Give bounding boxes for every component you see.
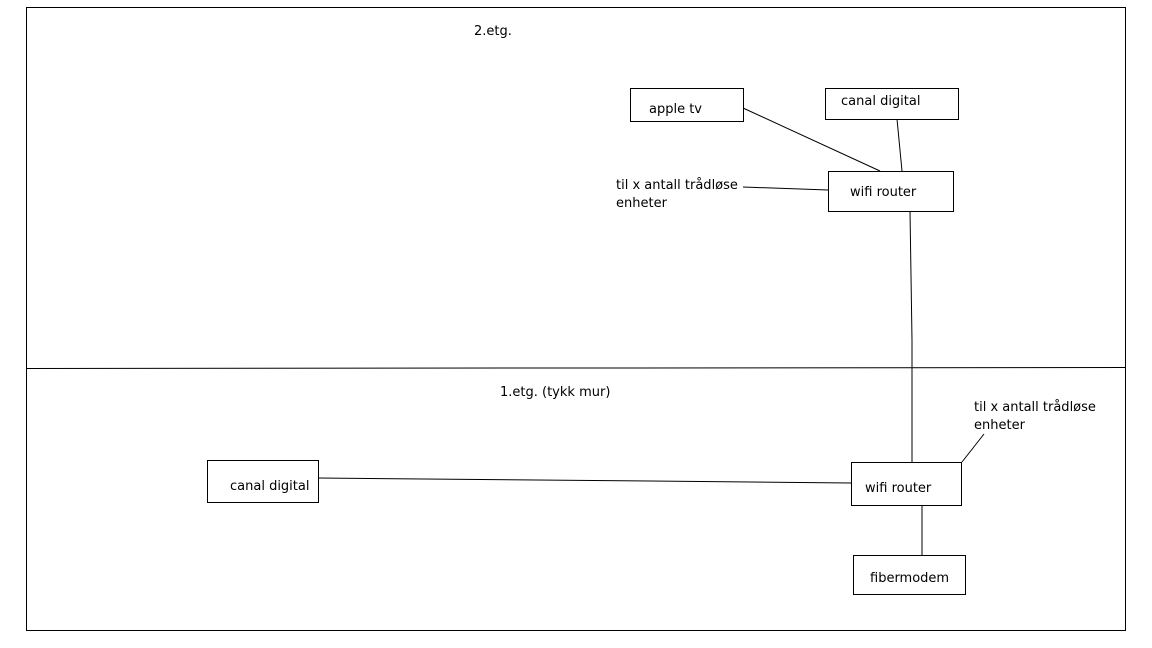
floor-label-lower: 1.etg. (tykk mur) <box>500 385 610 400</box>
fibermodem-label: fibermodem <box>870 571 949 586</box>
wifi-router-label-lower: wifi router <box>865 481 932 496</box>
wireless-devices-note-upper: til x antall trådløse enheter <box>616 178 738 211</box>
wifi-router-label-upper: wifi router <box>850 185 917 200</box>
wifi-router-box-lower: wifi router <box>851 462 962 506</box>
canal-digital-label-upper: canal digital <box>841 94 920 109</box>
link-wireless-router-upper <box>742 186 829 191</box>
link-canaldigital-router-lower <box>317 477 852 484</box>
canal-digital-box-upper: canal digital <box>825 88 959 120</box>
link-wireless-router-lower <box>961 433 985 463</box>
wireless-note-lower-line2: enheter <box>974 418 1026 433</box>
wireless-note-upper-line2: enheter <box>616 196 668 211</box>
apple-tv-label: apple tv <box>649 102 702 117</box>
wireless-devices-note-lower: til x antall trådløse enheter <box>974 400 1096 433</box>
fibermodem-box: fibermodem <box>853 555 966 595</box>
canal-digital-box-lower: canal digital <box>207 460 319 503</box>
floor-label-upper: 2.etg. <box>474 24 512 39</box>
wifi-router-box-upper: wifi router <box>828 171 954 212</box>
wireless-note-lower-line1: til x antall trådløse <box>974 400 1096 415</box>
apple-tv-box: apple tv <box>630 88 744 122</box>
canal-digital-label-lower: canal digital <box>230 479 309 494</box>
link-appletv-router <box>742 107 881 172</box>
wireless-note-upper-line1: til x antall trådløse <box>616 178 738 193</box>
floor-divider <box>25 367 1127 369</box>
link-router-upper-to-lower <box>909 210 913 462</box>
link-canaldigital-router-upper <box>896 118 903 172</box>
house-outline <box>26 7 1126 631</box>
